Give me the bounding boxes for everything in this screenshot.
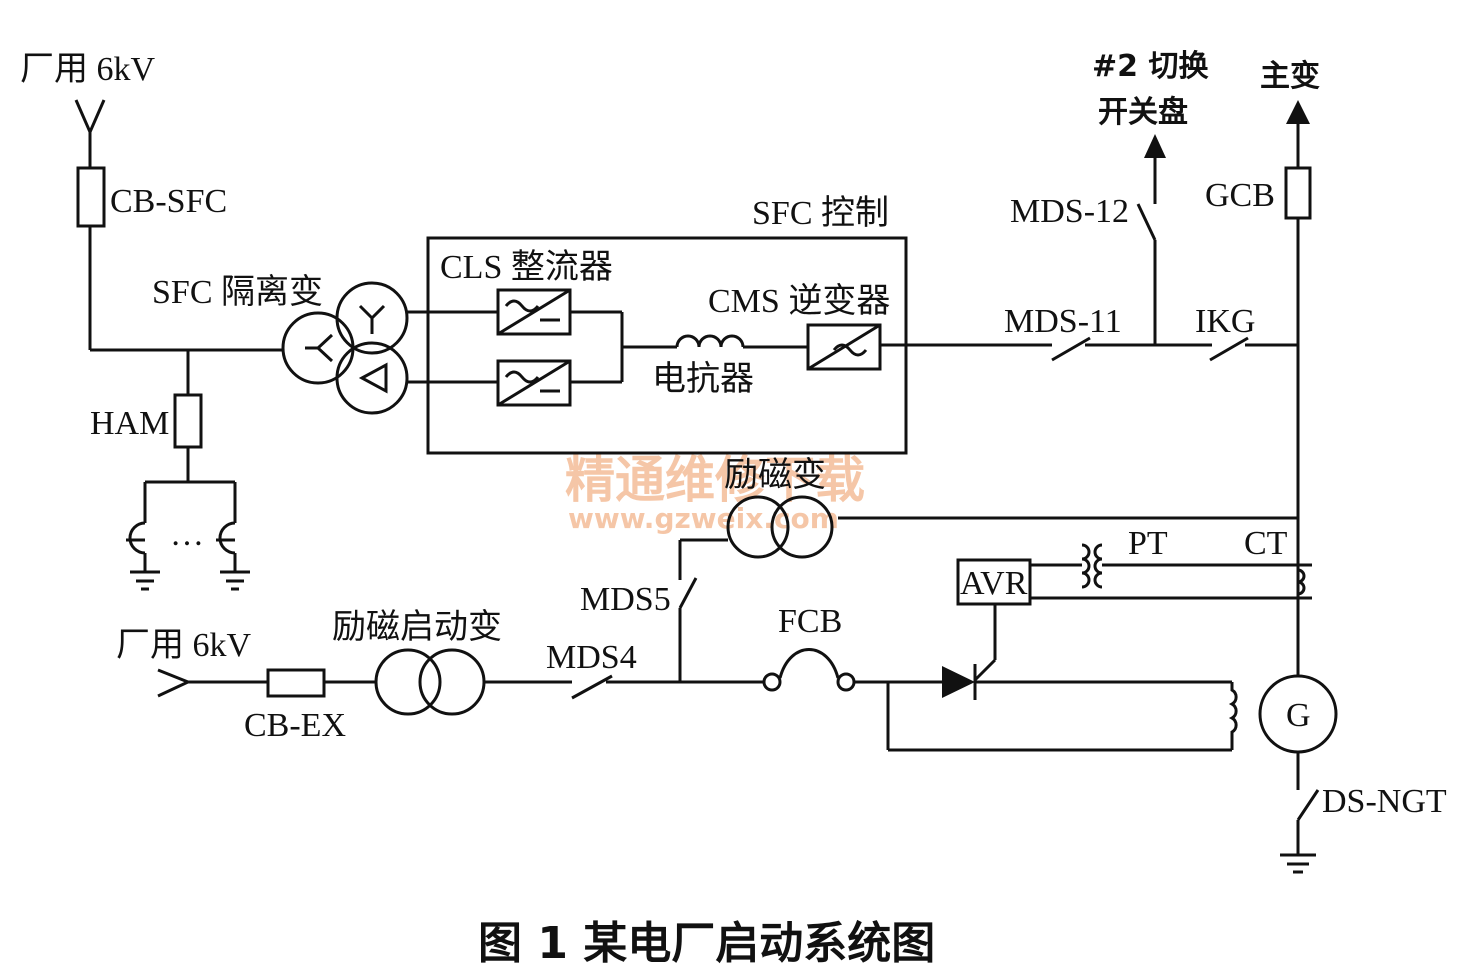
- sfc-iso-tx-label: SFC 隔离变: [152, 273, 323, 311]
- reactor-label: 电抗器: [652, 360, 754, 398]
- ikg-switch: [1209, 336, 1249, 362]
- watermark-url: www.gzweix.com: [568, 502, 839, 535]
- cb-sfc-label: CB-SFC: [110, 183, 227, 220]
- arrester-right: [216, 521, 250, 591]
- avr-box: [956, 558, 1032, 606]
- cb-ex-breaker: [266, 668, 326, 698]
- inverter: [806, 323, 882, 371]
- excitation-transformer: [726, 495, 834, 559]
- ct-label: CT: [1244, 525, 1288, 562]
- excitation-start-transformer: [374, 648, 486, 716]
- mds5-label: MDS5: [580, 581, 671, 618]
- mds4-label: MDS4: [546, 639, 637, 676]
- cb-ex-label: CB-EX: [244, 707, 346, 744]
- fcb-breaker: [762, 648, 856, 692]
- rectifier-2: [496, 359, 572, 407]
- mds4-switch: [571, 674, 613, 700]
- ds-ngt-switch: [1296, 789, 1320, 821]
- cb-sfc-breaker: [76, 166, 106, 228]
- ct-coil: [1297, 568, 1306, 596]
- cls-rectifier-label: CLS 整流器: [440, 248, 613, 286]
- mds12-label: MDS-12: [1010, 193, 1129, 230]
- avr-label: AVR: [960, 565, 1028, 602]
- figure-caption: 图 1 某电厂启动系统图: [478, 918, 935, 969]
- arrester-left: [126, 521, 160, 591]
- mds11-label: MDS-11: [1004, 303, 1122, 340]
- ham-element: [173, 393, 203, 449]
- gcb-label: GCB: [1205, 177, 1275, 214]
- aux-6kv-feed-top: [74, 99, 106, 168]
- sfc-control-label: SFC 控制: [752, 194, 889, 232]
- fcb-label: FCB: [778, 603, 842, 640]
- exc-start-tx-label: 励磁启动变: [332, 608, 502, 646]
- switch-panel-label-2: 开关盘: [1098, 95, 1188, 130]
- pt-transformer: [1081, 543, 1103, 589]
- field-winding: [1228, 682, 1238, 750]
- ham-label: HAM: [90, 405, 169, 442]
- arrow-up-icon: [1286, 100, 1310, 124]
- aux-6kv-feed-bottom: [157, 668, 192, 698]
- generator-label: G: [1286, 697, 1311, 734]
- rectifier-1: [496, 288, 572, 336]
- sfc-isolation-transformer: [281, 281, 409, 415]
- aux-6kv-top-label: 厂用 6kV: [20, 51, 155, 88]
- aux-6kv-bottom-label: 厂用 6kV: [116, 627, 251, 664]
- main-tx-label: 主变: [1260, 59, 1320, 94]
- ds-ngt-label: DS-NGT: [1322, 783, 1447, 820]
- mds5-switch: [678, 577, 698, 609]
- cms-inverter-label: CMS 逆变器: [708, 282, 890, 320]
- arrow-up-icon: [1144, 134, 1166, 158]
- pt-label: PT: [1128, 525, 1168, 562]
- gcb-breaker: [1284, 166, 1312, 220]
- mds11-switch: [1051, 336, 1091, 362]
- mds12-switch: [1136, 203, 1157, 241]
- ikg-label: IKG: [1195, 303, 1255, 340]
- ground-icon: [1280, 853, 1316, 874]
- ellipsis-text: …: [170, 516, 204, 553]
- exc-tx-label: 励磁变: [724, 456, 826, 494]
- thyristor-icon: [942, 664, 977, 700]
- switch-panel-label-1: #2 切换: [1092, 49, 1209, 84]
- reactor-coil: [675, 334, 745, 348]
